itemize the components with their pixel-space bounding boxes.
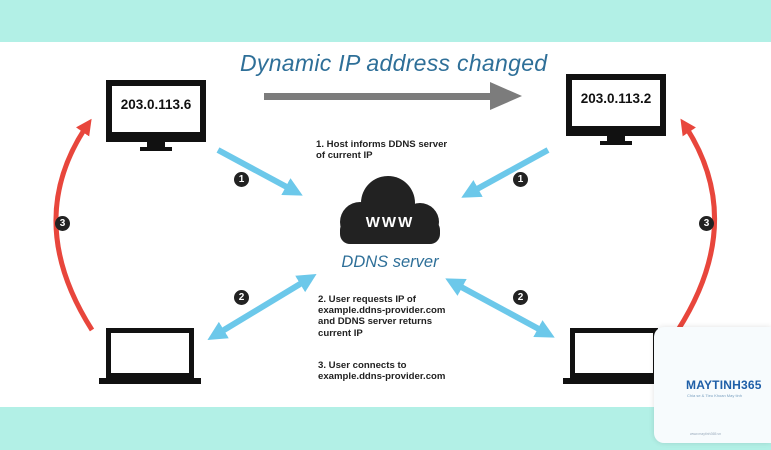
- cloud-www-label: WWW: [365, 214, 415, 231]
- ip-change-arrow: [264, 82, 522, 110]
- left-user-laptop-icon: [99, 328, 201, 384]
- watermark-url: www.maytinh365.vn: [690, 432, 722, 436]
- watermark-tagline: Chia se & Tieu Khoan May tinh: [687, 393, 742, 398]
- diagram-title: Dynamic IP address changed: [240, 50, 548, 76]
- step3-right-arrow: [675, 118, 717, 332]
- step2-right-arrow: [445, 278, 555, 338]
- watermark-brand: MAYTINH365: [686, 378, 762, 392]
- ddns-cloud-icon: [340, 176, 440, 244]
- step2-right-badge: 2: [513, 290, 528, 305]
- step1-left-arrow: [216, 147, 303, 196]
- bottom-band: [0, 407, 771, 450]
- old-host-monitor-icon: [106, 80, 206, 151]
- step1-right-badge: 1: [513, 172, 528, 187]
- new-ip-label: 203.0.113.2: [580, 91, 652, 106]
- step3-note: 3. User connects to example.ddns-provide…: [318, 360, 446, 383]
- step3-right-badge: 3: [699, 216, 714, 231]
- watermark-card: [654, 327, 771, 443]
- step1-right-arrow: [461, 147, 550, 198]
- step1-left-badge: 1: [234, 172, 249, 187]
- step3-left-badge: 3: [55, 216, 70, 231]
- right-user-laptop-icon: [563, 328, 665, 384]
- step2-left-badge: 2: [234, 290, 249, 305]
- old-ip-label: 203.0.113.6: [120, 97, 192, 112]
- new-host-monitor-icon: [566, 74, 666, 145]
- step2-left-arrow: [207, 274, 317, 340]
- ddns-server-label: DDNS server: [341, 253, 439, 271]
- step2-note: 2. User requests IP of example.ddns-prov…: [318, 294, 446, 339]
- step1-note: 1. Host informs DDNS server of current I…: [316, 139, 448, 162]
